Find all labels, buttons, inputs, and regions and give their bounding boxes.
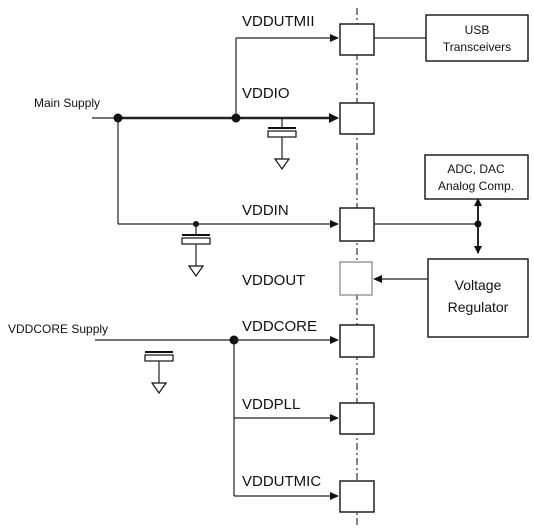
vddin-label: VDDIN [242, 202, 289, 219]
vddutmic-label: VDDUTMIC [242, 473, 321, 490]
vddin-ground-icon [187, 265, 205, 278]
adc-block-label-line2: Analog Comp. [438, 179, 514, 193]
vddout-arrow [373, 275, 382, 283]
vddcore-supply-label: VDDCORE Supply [8, 322, 108, 336]
vddcore-label: VDDCORE [242, 318, 317, 335]
vddio-cap-plate-bottom [267, 130, 297, 138]
vddpll-arrow [330, 414, 339, 422]
usb-transceivers-block [425, 14, 529, 62]
main-supply-label: Main Supply [34, 96, 100, 110]
vddutmii-arrow [330, 34, 339, 42]
usb-block-label-line1: USB [465, 23, 490, 37]
core-cap-plate-bottom [144, 354, 174, 362]
core-ground-icon [150, 382, 168, 395]
vr-block-label-line1: Voltage [455, 277, 502, 293]
vddutmii-label: VDDUTMII [242, 13, 315, 30]
vddio-ground-icon [273, 158, 291, 171]
vddout-label: VDDOUT [242, 272, 305, 289]
vddpll-pad [339, 402, 375, 435]
vddio-label: VDDIO [242, 85, 290, 102]
adc-block-label-line1: ADC, DAC [447, 162, 505, 176]
vddin-cap-plate-bottom [181, 237, 211, 245]
vddio-pad [339, 102, 375, 135]
vddin-regulator-junction [474, 220, 482, 228]
vr-block-label-line2: Regulator [448, 299, 509, 315]
vddpll-label: VDDPLL [242, 396, 300, 413]
usb-block-label-line2: Transceivers [443, 40, 511, 54]
vddutmic-arrow [330, 492, 339, 500]
vddin-pad [339, 207, 375, 242]
voltage-regulator-block [427, 258, 529, 338]
vddutmii-pad [339, 23, 375, 56]
adc-dac-block [424, 154, 529, 200]
vddin-arrow [330, 220, 339, 228]
vddcore-pad [339, 324, 375, 358]
vddcore-arrow [330, 336, 339, 344]
vddout-pad [339, 261, 373, 296]
vddutmic-pad [339, 480, 375, 513]
vddio-arrow [329, 113, 339, 123]
